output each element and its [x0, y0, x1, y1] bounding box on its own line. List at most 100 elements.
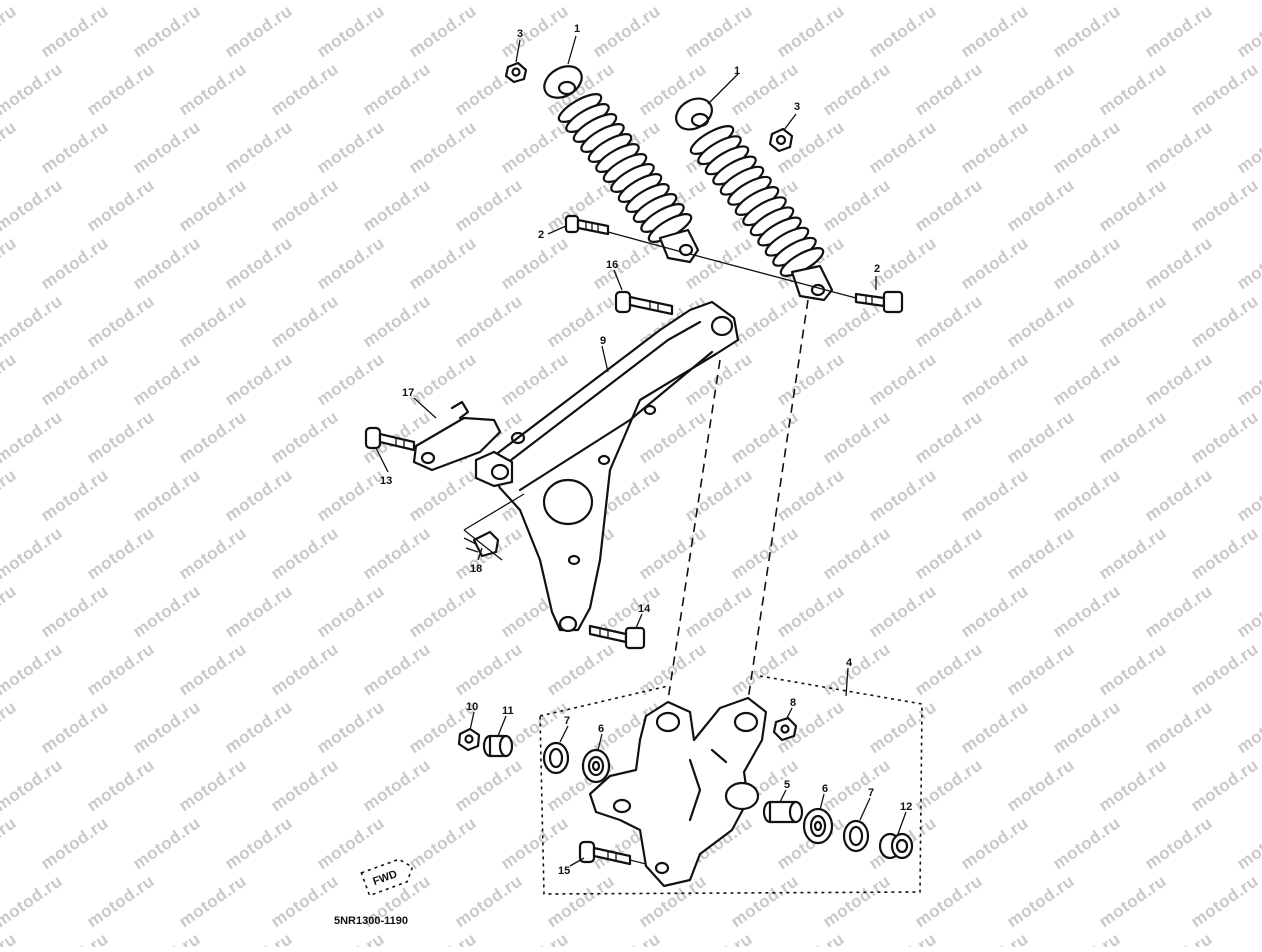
- watermark-text: motod.ru: [267, 59, 342, 119]
- watermark-text: motod.ru: [37, 233, 112, 293]
- watermark-text: motod.ru: [1095, 871, 1170, 931]
- watermark-text: motod.ru: [0, 291, 66, 351]
- watermark-text: motod.ru: [1095, 175, 1170, 235]
- watermark-text: motod.ru: [497, 117, 572, 177]
- watermark-text: motod.ru: [129, 349, 204, 409]
- watermark-text: motod.ru: [1141, 233, 1216, 293]
- callout-nut-10: 10: [466, 701, 478, 713]
- watermark-text: motod.ru: [221, 581, 296, 641]
- watermark-text: motod.ru: [1233, 1, 1262, 61]
- watermark-text: motod.ru: [773, 465, 848, 525]
- watermark-text: motod.ru: [405, 465, 480, 525]
- watermark-text: motod.ru: [37, 117, 112, 177]
- nut-10[interactable]: [457, 727, 481, 752]
- watermark-text: motod.ru: [405, 1, 480, 61]
- watermark-text: motod.ru: [37, 697, 112, 757]
- watermark-text: motod.ru: [0, 871, 66, 931]
- relay-arm-9[interactable]: [474, 300, 740, 633]
- watermark-text: motod.ru: [0, 465, 20, 525]
- watermark-text: motod.ru: [0, 813, 20, 873]
- seal-7-left[interactable]: [542, 741, 570, 775]
- watermark-text: motod.ru: [727, 0, 802, 3]
- watermark-text: motod.ru: [221, 117, 296, 177]
- bolt-2-left[interactable]: [564, 214, 610, 236]
- watermark-text: motod.ru: [359, 639, 434, 699]
- watermark-text: motod.ru: [359, 175, 434, 235]
- watermark-text: motod.ru: [0, 929, 20, 947]
- watermark-text: motod.ru: [1187, 175, 1262, 235]
- watermark-text: motod.ru: [221, 465, 296, 525]
- bracket-17[interactable]: [412, 400, 502, 472]
- watermark-text: motod.ru: [1095, 59, 1170, 119]
- cap-12[interactable]: [878, 832, 914, 860]
- watermark-text: motod.ru: [313, 465, 388, 525]
- bolt-14[interactable]: [588, 624, 646, 650]
- spacer-5[interactable]: [762, 800, 804, 824]
- watermark-text: motod.ru: [313, 813, 388, 873]
- callout-bolt-14: 14: [638, 603, 651, 615]
- callout-bolt-15: 15: [558, 865, 570, 877]
- bolt-16[interactable]: [614, 290, 674, 316]
- diagram-code: 5NR1300-1190: [334, 915, 408, 927]
- watermark-text: motod.ru: [957, 233, 1032, 293]
- watermark-text: motod.ru: [1049, 813, 1124, 873]
- watermark-text: motod.ru: [819, 871, 894, 931]
- watermark-text: motod.ru: [405, 929, 480, 947]
- watermark-text: motod.ru: [267, 0, 342, 3]
- relay-housing[interactable]: [588, 696, 768, 888]
- watermark-text: motod.ru: [727, 523, 802, 583]
- watermark-text: motod.ru: [1003, 175, 1078, 235]
- watermark-text: motod.ru: [313, 697, 388, 757]
- watermark-text: motod.ru: [727, 871, 802, 931]
- clip-18[interactable]: [463, 530, 500, 558]
- watermark-text: motod.ru: [0, 697, 20, 757]
- watermark-text: motod.ru: [1095, 639, 1170, 699]
- watermark-text: motod.ru: [1187, 0, 1262, 3]
- watermark-text: motod.ru: [1141, 117, 1216, 177]
- watermark-text: motod.ru: [221, 233, 296, 293]
- watermark-text: motod.ru: [1049, 349, 1124, 409]
- bolt-15[interactable]: [578, 840, 632, 866]
- callout-nut-8: 8: [790, 697, 796, 709]
- watermark-text: motod.ru: [1233, 929, 1262, 947]
- watermark-text: motod.ru: [221, 349, 296, 409]
- watermark-text: motod.ru: [819, 755, 894, 815]
- bearing-6-right[interactable]: [802, 807, 834, 845]
- watermark-text: motod.ru: [911, 523, 986, 583]
- watermark-text: motod.ru: [175, 291, 250, 351]
- watermark-text: motod.ru: [267, 291, 342, 351]
- watermark-text: motod.ru: [1003, 523, 1078, 583]
- watermark-text: motod.ru: [0, 1, 20, 61]
- watermark-text: motod.ru: [37, 929, 112, 947]
- bearing-6-left[interactable]: [581, 748, 611, 784]
- watermark-text: motod.ru: [1233, 813, 1262, 873]
- watermark-text: motod.ru: [37, 581, 112, 641]
- watermark-text: motod.ru: [267, 755, 342, 815]
- watermark-text: motod.ru: [451, 175, 526, 235]
- watermark-text: motod.ru: [911, 871, 986, 931]
- shock-absorber-right[interactable]: [671, 92, 834, 302]
- watermark-text: motod.ru: [1049, 581, 1124, 641]
- callout-bearing-6-right: 6: [822, 783, 828, 795]
- watermark-text: motod.ru: [1141, 465, 1216, 525]
- shock-absorber-left[interactable]: [539, 60, 700, 264]
- nut-3-right[interactable]: [768, 127, 794, 153]
- watermark-text: motod.ru: [865, 929, 940, 947]
- watermark-text: motod.ru: [1187, 871, 1262, 931]
- nut-8[interactable]: [772, 716, 798, 742]
- seal-7-right[interactable]: [842, 819, 870, 853]
- watermark-text: motod.ru: [1049, 233, 1124, 293]
- bolt-13[interactable]: [364, 426, 416, 452]
- watermark-text: motod.ru: [957, 349, 1032, 409]
- callout-seal-7-right: 7: [868, 787, 874, 799]
- watermark-text: motod.ru: [175, 755, 250, 815]
- collar-11[interactable]: [482, 734, 514, 758]
- nut-3-left[interactable]: [504, 61, 528, 84]
- watermark-text: motod.ru: [957, 581, 1032, 641]
- watermark-text: motod.ru: [1187, 523, 1262, 583]
- watermark-text: motod.ru: [911, 755, 986, 815]
- bolt-2-right[interactable]: [854, 290, 904, 314]
- watermark-text: motod.ru: [1233, 233, 1262, 293]
- callout-nut-3-left: 3: [517, 28, 523, 40]
